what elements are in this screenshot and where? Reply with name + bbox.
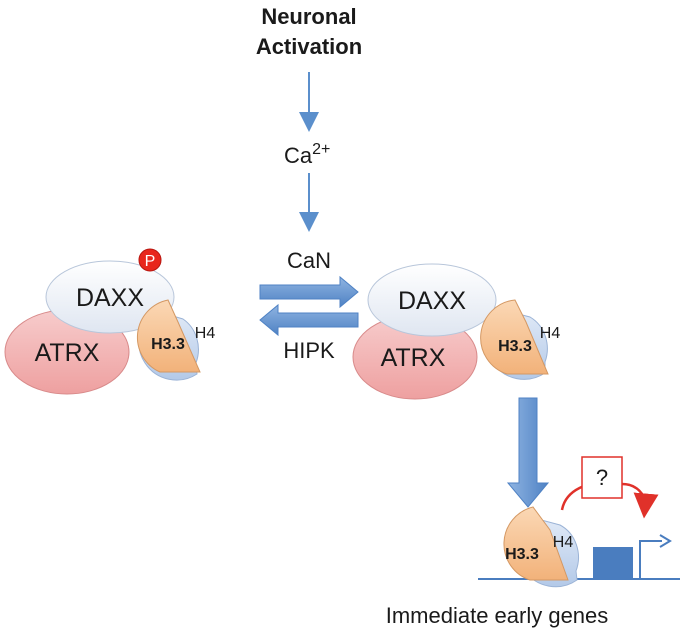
h33-right-label: H3.3 xyxy=(498,338,532,355)
arrow-reverse xyxy=(259,303,359,337)
hipk-label: HIPK xyxy=(283,338,335,363)
h4-left-label: H4 xyxy=(195,325,216,342)
arrow-forward xyxy=(259,275,359,309)
h4-right-label: H4 xyxy=(540,325,561,342)
h33-gene-label: H3.3 xyxy=(505,546,539,563)
question-mark: ? xyxy=(596,465,608,490)
h33-left-label: H3.3 xyxy=(151,336,185,353)
complex-left: ATRX DAXX H3.3 H4 P xyxy=(4,248,216,395)
title-line-1: Neuronal xyxy=(261,4,356,29)
h33-right xyxy=(480,299,549,375)
daxx-right-label: DAXX xyxy=(398,287,466,315)
title-line-2: Activation xyxy=(256,34,362,59)
daxx-left-label: DAXX xyxy=(76,284,144,312)
h33-left xyxy=(136,299,201,373)
can-label: CaN xyxy=(287,248,331,273)
gene-box xyxy=(593,547,633,579)
question-box xyxy=(581,456,623,499)
complex-right: ATRX DAXX H3.3 H4 xyxy=(352,263,561,400)
h33-gene xyxy=(503,506,569,581)
tss-arrow xyxy=(639,540,662,579)
gene-locus: H3.3 H4 ? Immediate early genes xyxy=(386,456,680,628)
daxx-left xyxy=(45,260,175,334)
atrx-left-label: ATRX xyxy=(35,339,100,367)
tss-arrow-head xyxy=(659,534,672,548)
phospho-label: P xyxy=(145,253,156,270)
gene-caption: Immediate early genes xyxy=(386,603,609,628)
daxx-right xyxy=(367,263,497,337)
calcium-label: Ca2+ xyxy=(284,141,330,168)
atrx-right-label: ATRX xyxy=(381,344,446,372)
phospho-badge xyxy=(138,248,162,272)
arrow-down-to-genes xyxy=(506,397,550,508)
h4-gene-label: H4 xyxy=(553,534,574,551)
question-arc-right xyxy=(621,482,659,519)
